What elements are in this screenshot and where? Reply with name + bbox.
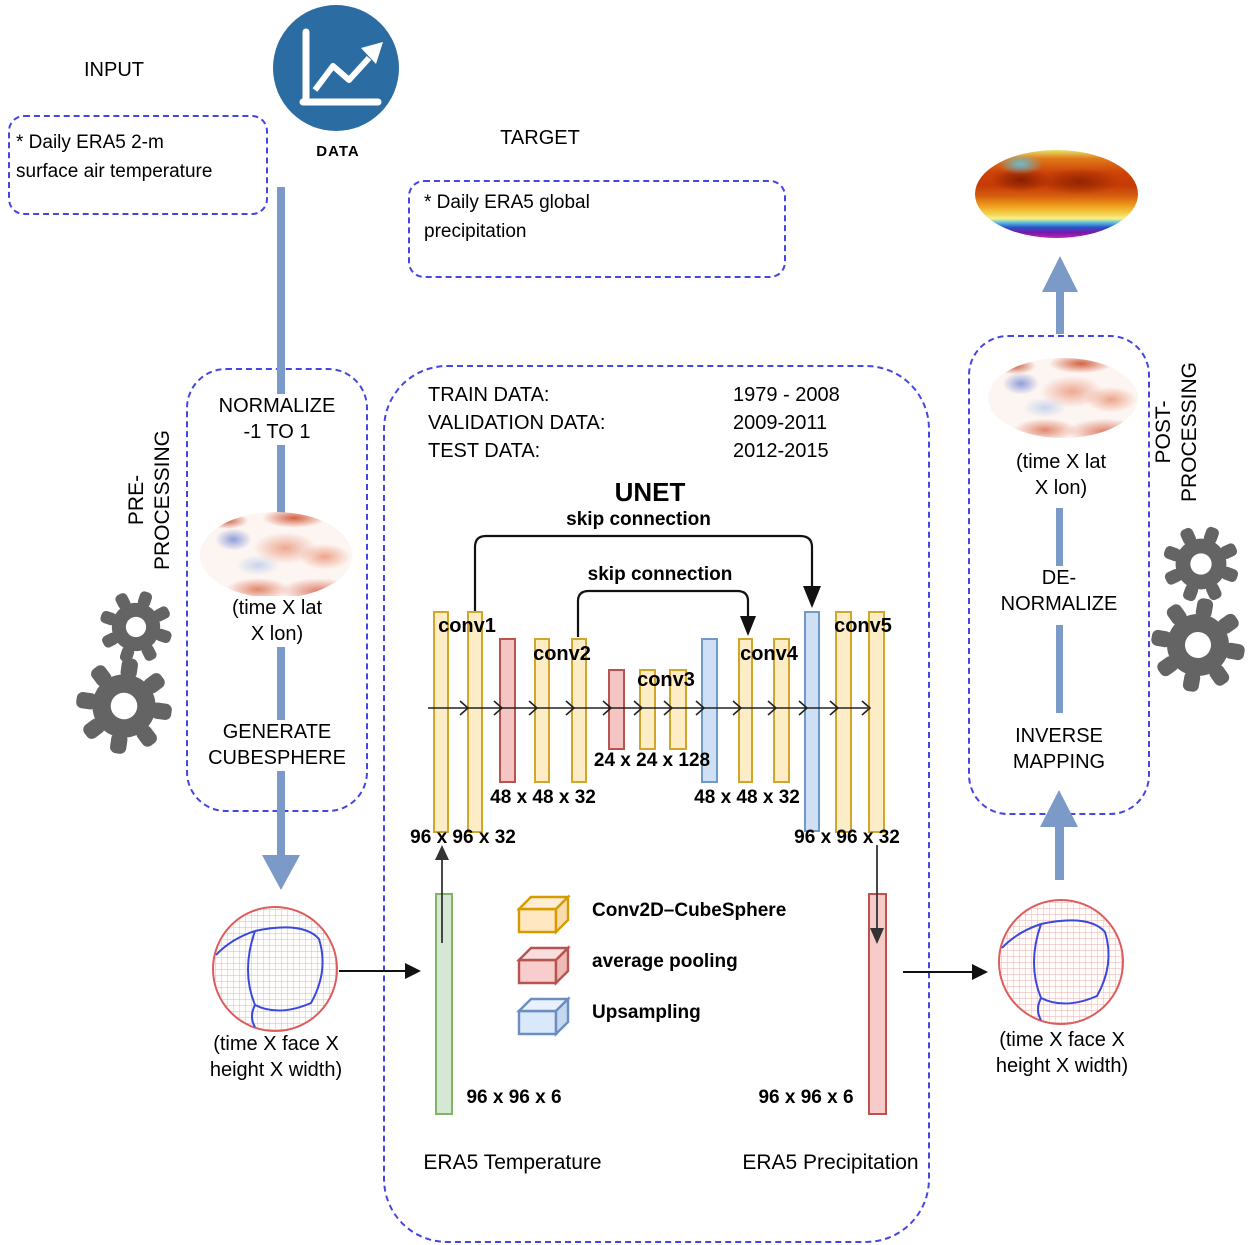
conv1-label: conv1 bbox=[438, 615, 496, 637]
upsampling-bar-2 bbox=[804, 611, 820, 832]
era5-temperature-label: ERA5 Temperature bbox=[423, 1151, 602, 1174]
conv2-label: conv2 bbox=[533, 643, 591, 665]
input-box bbox=[8, 115, 268, 215]
preprocessing-stage-label: PRE- PROCESSING bbox=[125, 429, 175, 571]
gear-icon bbox=[1151, 514, 1248, 614]
train-data-value: 1979 - 2008 bbox=[733, 384, 840, 406]
dims-encoder-l1: 96 x 96 x 32 bbox=[410, 827, 516, 848]
unet-box bbox=[383, 365, 930, 1243]
target-title: TARGET bbox=[500, 127, 580, 149]
dims-bottleneck: 24 x 24 x 128 bbox=[593, 750, 711, 771]
conv2d-legend-label: Conv2D–CubeSphere bbox=[592, 900, 787, 921]
conv1-bar-b bbox=[467, 611, 483, 833]
conv5-bar-b bbox=[868, 611, 885, 833]
denormalized-output-map bbox=[988, 358, 1138, 438]
gear-icon bbox=[69, 651, 179, 761]
pooling-legend-swatch bbox=[516, 944, 572, 986]
test-data-value: 2012-2015 bbox=[733, 440, 829, 462]
target-box bbox=[408, 180, 786, 278]
data-chart-icon bbox=[273, 5, 399, 131]
inverse-mapping-step: INVERSE MAPPING bbox=[978, 724, 1140, 776]
pooling-legend-label: average pooling bbox=[592, 951, 738, 972]
dims-decoder-l1: 96 x 96 x 32 bbox=[794, 827, 900, 848]
gear-icon bbox=[1143, 590, 1248, 700]
skip-connection-2-label: skip connection bbox=[587, 564, 733, 585]
final-precipitation-map bbox=[975, 150, 1138, 238]
validation-data-label: VALIDATION DATA: bbox=[428, 412, 606, 434]
era5-precipitation-label: ERA5 Precipitation bbox=[742, 1151, 919, 1174]
denormalize-step: DE- NORMALIZE bbox=[978, 566, 1140, 618]
dims-output-tensor: 96 x 96 x 6 bbox=[758, 1087, 854, 1108]
target-note: * Daily ERA5 global precipitation bbox=[424, 192, 590, 243]
input-title: INPUT bbox=[84, 59, 144, 81]
skip-connection-1-label: skip connection bbox=[566, 509, 711, 530]
conv5-label: conv5 bbox=[834, 615, 892, 637]
dims-input-tensor: 96 x 96 x 6 bbox=[466, 1087, 562, 1108]
dims-decoder-l2: 48 x 48 x 32 bbox=[694, 787, 800, 808]
post-map-dims: (time X lat X lon) bbox=[988, 450, 1134, 502]
dims-encoder-l2: 48 x 48 x 32 bbox=[490, 787, 596, 808]
conv3-label: conv3 bbox=[637, 669, 695, 691]
input-note: * Daily ERA5 2-m surface air temperature bbox=[16, 132, 213, 183]
generate-cubesphere-step: GENERATE CUBESPHERE bbox=[192, 720, 362, 772]
cubesphere-left bbox=[212, 906, 338, 1032]
upsampling-legend-label: Upsampling bbox=[592, 1002, 701, 1023]
conv5-bar-a bbox=[835, 611, 852, 833]
validation-data-value: 2009-2011 bbox=[733, 412, 828, 434]
era5-temperature-map bbox=[200, 512, 352, 598]
unet-title: UNET bbox=[614, 477, 686, 507]
pooling-bar-1 bbox=[499, 638, 516, 783]
cubesphere-right bbox=[998, 899, 1124, 1025]
right-sphere-dims: (time X face X height X width) bbox=[995, 1029, 1129, 1077]
train-data-label: TRAIN DATA: bbox=[428, 384, 550, 406]
upsampling-legend-swatch bbox=[516, 995, 572, 1037]
input-tensor-bar bbox=[435, 893, 453, 1115]
conv2d-legend-swatch bbox=[516, 893, 572, 935]
normalize-step: NORMALIZE -1 TO 1 bbox=[196, 394, 358, 446]
left-sphere-dims: (time X face X height X width) bbox=[209, 1033, 343, 1081]
output-tensor-bar bbox=[868, 893, 887, 1115]
data-badge-label: DATA bbox=[316, 143, 360, 160]
test-data-label: TEST DATA: bbox=[428, 440, 541, 462]
pre-map-dims: (time X lat X lon) bbox=[196, 596, 358, 648]
gear-icon bbox=[89, 580, 183, 674]
pooling-bar-2 bbox=[608, 669, 625, 750]
postprocessing-stage-label: POST- PROCESSING bbox=[1152, 361, 1202, 503]
conv4-label: conv4 bbox=[740, 643, 798, 665]
conv1-bar-a bbox=[433, 611, 449, 833]
